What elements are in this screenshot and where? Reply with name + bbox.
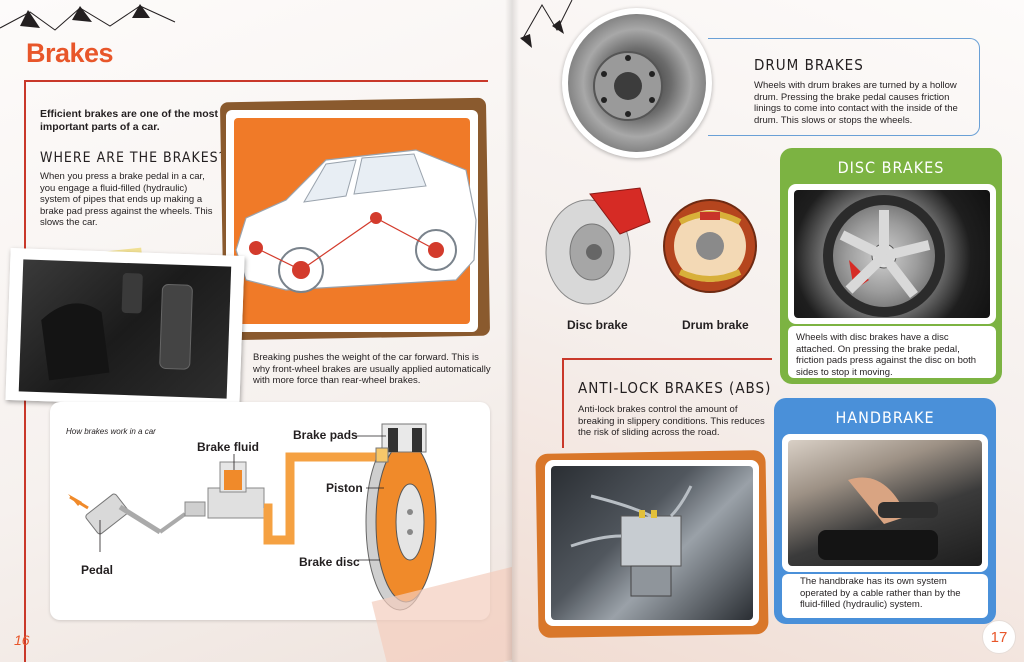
disc-caption-bg (788, 326, 996, 378)
where-heading: WHERE ARE THE BRAKES? (40, 150, 227, 166)
left-page: Brakes Efficient brakes are one of the m… (0, 0, 512, 662)
drum-photo (562, 8, 712, 158)
disc-brake-illustration (545, 187, 651, 305)
brake-diagram (68, 423, 437, 611)
title-rule (24, 80, 488, 82)
where-text: When you press a brake pedal in a car, y… (40, 171, 213, 228)
page-number-right-text: 17 (990, 628, 1008, 646)
diagram-title: How brakes work in a car (66, 427, 156, 436)
drum-brake-label: Drum brake (682, 318, 749, 332)
drum-heading: DRUM BRAKES (754, 56, 864, 74)
label-pedal: Pedal (81, 563, 114, 577)
drum-photo-image (568, 14, 706, 152)
label-brake-pads: Brake pads (293, 428, 358, 442)
abs-photo (545, 460, 759, 626)
abs-rule-v (562, 358, 564, 448)
pedal-photo-image (18, 259, 232, 399)
handbrake-heading: HANDBRAKE (835, 408, 935, 427)
disc-panel: DISC BRAKES Wheels with disc brakes have… (780, 148, 1002, 384)
handbrake-panel: HANDBRAKE The handbrake has its own syst… (774, 398, 996, 624)
disc-photo (788, 184, 996, 324)
abs-text: Anti-lock brakes control the amount of b… (578, 404, 765, 438)
drum-box (708, 38, 980, 136)
decorative-lines-right (520, 0, 573, 48)
handbrake-photo (782, 434, 988, 572)
pedal-shape (85, 493, 187, 535)
label-piston: Piston (326, 481, 363, 495)
page-number-right: 17 (982, 620, 1016, 654)
car-panel (226, 110, 478, 332)
brake-illustrations (545, 187, 757, 305)
weight-caption: Breaking pushes the weight of the car fo… (253, 352, 491, 386)
diagram-box: How brakes work in a car (50, 402, 490, 620)
page-title: Brakes (26, 38, 114, 68)
disc-photo-image (794, 190, 990, 318)
abs-photo-image (551, 466, 753, 620)
intro-text: Efficient brakes are one of the most imp… (40, 108, 218, 133)
book-gutter (505, 0, 519, 662)
disc-heading: DISC BRAKES (837, 158, 945, 177)
abs-rule-h (562, 358, 772, 360)
decorative-lines (0, 4, 176, 31)
handbrake-caption-bg (782, 574, 988, 618)
drum-text: Wheels with drum brakes are turned by a … (754, 80, 958, 126)
disc-brake-label: Disc brake (567, 318, 628, 332)
label-brake-disc: Brake disc (299, 555, 360, 569)
handbrake-text: The handbrake has its own system operate… (800, 576, 961, 610)
right-page: DRUM BRAKES Wheels with drum brakes are … (512, 0, 1024, 662)
label-brake-fluid: Brake fluid (197, 440, 260, 454)
drum-brake-illustration (663, 199, 757, 293)
abs-heading: ANTI-LOCK BRAKES (ABS) (578, 379, 772, 397)
car-illustration (235, 149, 477, 293)
handbrake-photo-image (788, 440, 982, 566)
page-number-left: 16 (14, 632, 30, 648)
pedal-photo (5, 247, 245, 409)
disc-text: Wheels with disc brakes have a disc atta… (796, 332, 977, 378)
